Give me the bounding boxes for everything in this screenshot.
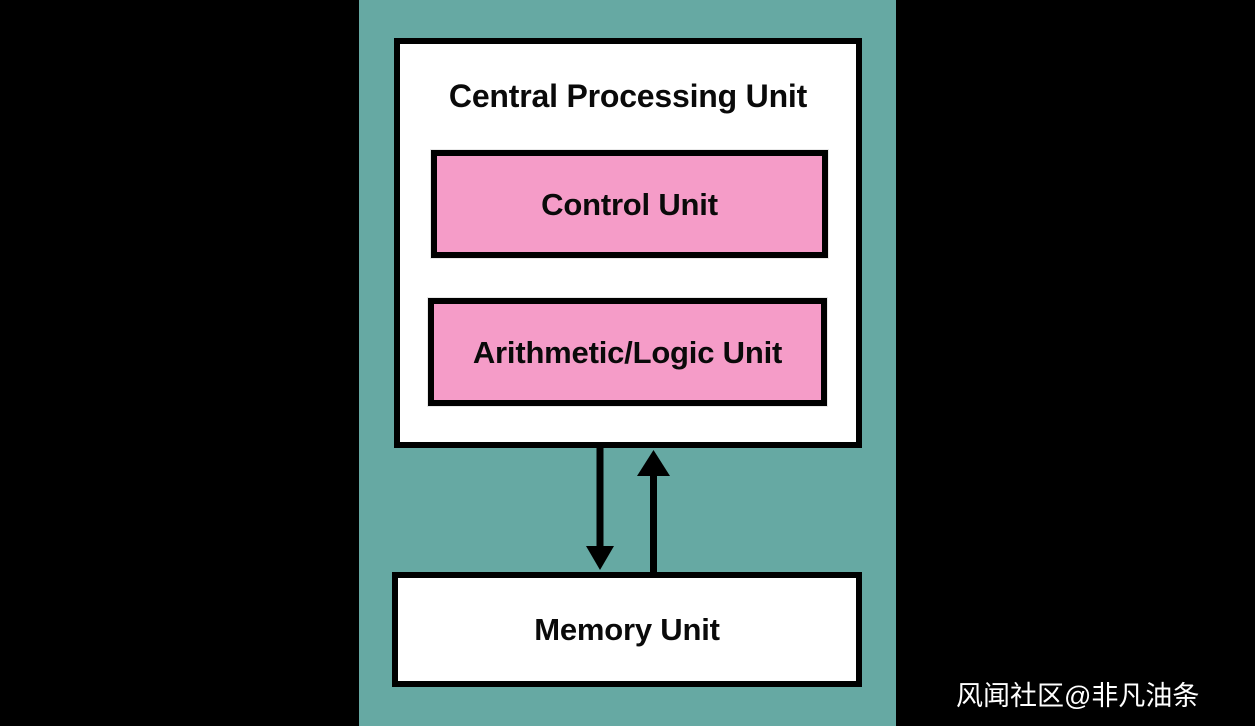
memory-unit-box: Memory Unit: [392, 572, 862, 687]
memory-unit-label: Memory Unit: [534, 612, 720, 647]
control-unit-label: Control Unit: [541, 186, 718, 222]
control-unit-box: Control Unit: [430, 149, 829, 259]
cpu-title-label: Central Processing Unit: [448, 78, 808, 114]
arithmetic-logic-unit-label: Arithmetic/Logic Unit: [472, 334, 783, 370]
watermark-text: 风闻社区@非凡油条: [956, 681, 1200, 711]
arithmetic-logic-unit-box: Arithmetic/Logic Unit: [427, 297, 828, 407]
